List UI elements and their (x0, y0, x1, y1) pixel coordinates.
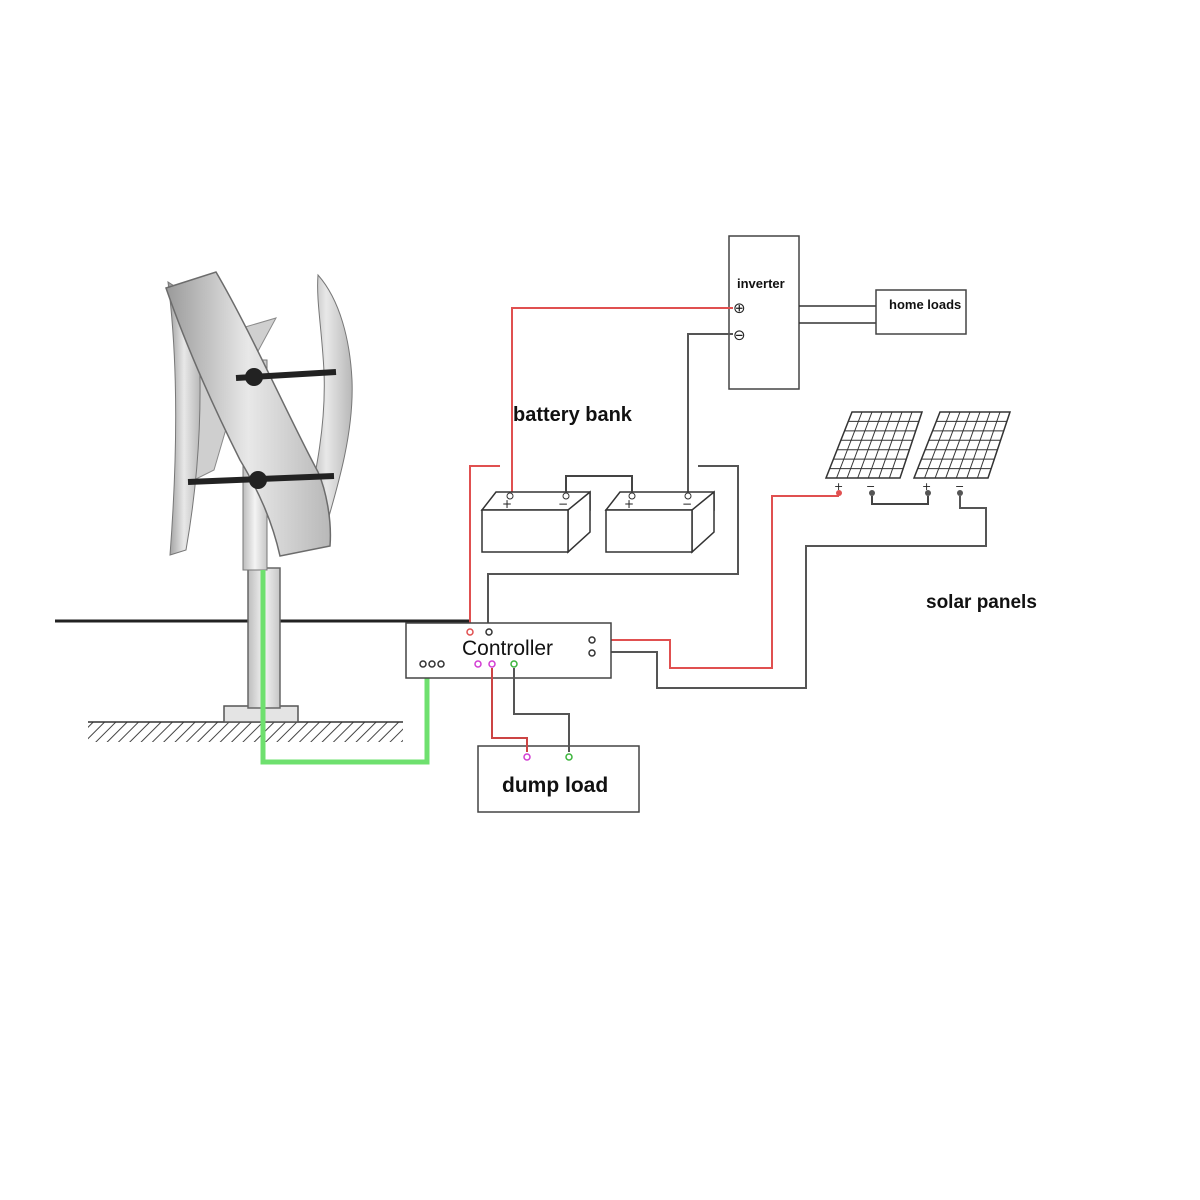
svg-text:−: − (558, 497, 568, 511)
solar-series-link (871, 496, 929, 505)
battery-negative-to-controller (487, 465, 739, 630)
home-loads-label: home loads (889, 297, 962, 312)
svg-text:+: + (624, 497, 634, 511)
controller-label: Controller (462, 637, 554, 660)
inverter-positive-wire (511, 307, 733, 492)
solar-panel-2 (912, 411, 1012, 479)
dump-load-label: dump load (502, 774, 609, 797)
battery-2: + − (604, 490, 715, 554)
home-loads-box (875, 289, 967, 335)
solar-panel-1 (824, 411, 924, 479)
dump-negative-wire (513, 668, 570, 752)
inverter-box (728, 235, 800, 390)
turbine-wire (260, 570, 430, 765)
wind-turbine (165, 271, 353, 723)
inverter-negative-wire (687, 333, 733, 492)
svg-text:−: − (866, 480, 875, 493)
turbine-blade-front (165, 271, 332, 557)
solar-negative-wire (600, 496, 987, 689)
battery-bank-label: battery bank (513, 404, 632, 426)
inverter-minus-terminal: ⊖ (733, 326, 746, 344)
solar-positive-wire (600, 495, 839, 669)
inverter-label: inverter (737, 276, 785, 291)
battery-1: + − (480, 490, 591, 554)
svg-text:+: + (834, 480, 843, 493)
dump-positive-wire (491, 668, 528, 752)
svg-text:+: + (502, 497, 512, 511)
inverter-plus-terminal: ⊕ (733, 299, 746, 317)
dump-load-box (477, 745, 640, 813)
ground-hatch (88, 722, 403, 742)
svg-text:−: − (955, 480, 964, 493)
svg-text:−: − (682, 497, 692, 511)
solar-panels-label: solar panels (926, 592, 1037, 613)
svg-text:+: + (922, 480, 931, 493)
controller-box (405, 622, 612, 679)
battery-positive-to-controller (469, 465, 500, 630)
battery-link-wire (565, 475, 633, 492)
